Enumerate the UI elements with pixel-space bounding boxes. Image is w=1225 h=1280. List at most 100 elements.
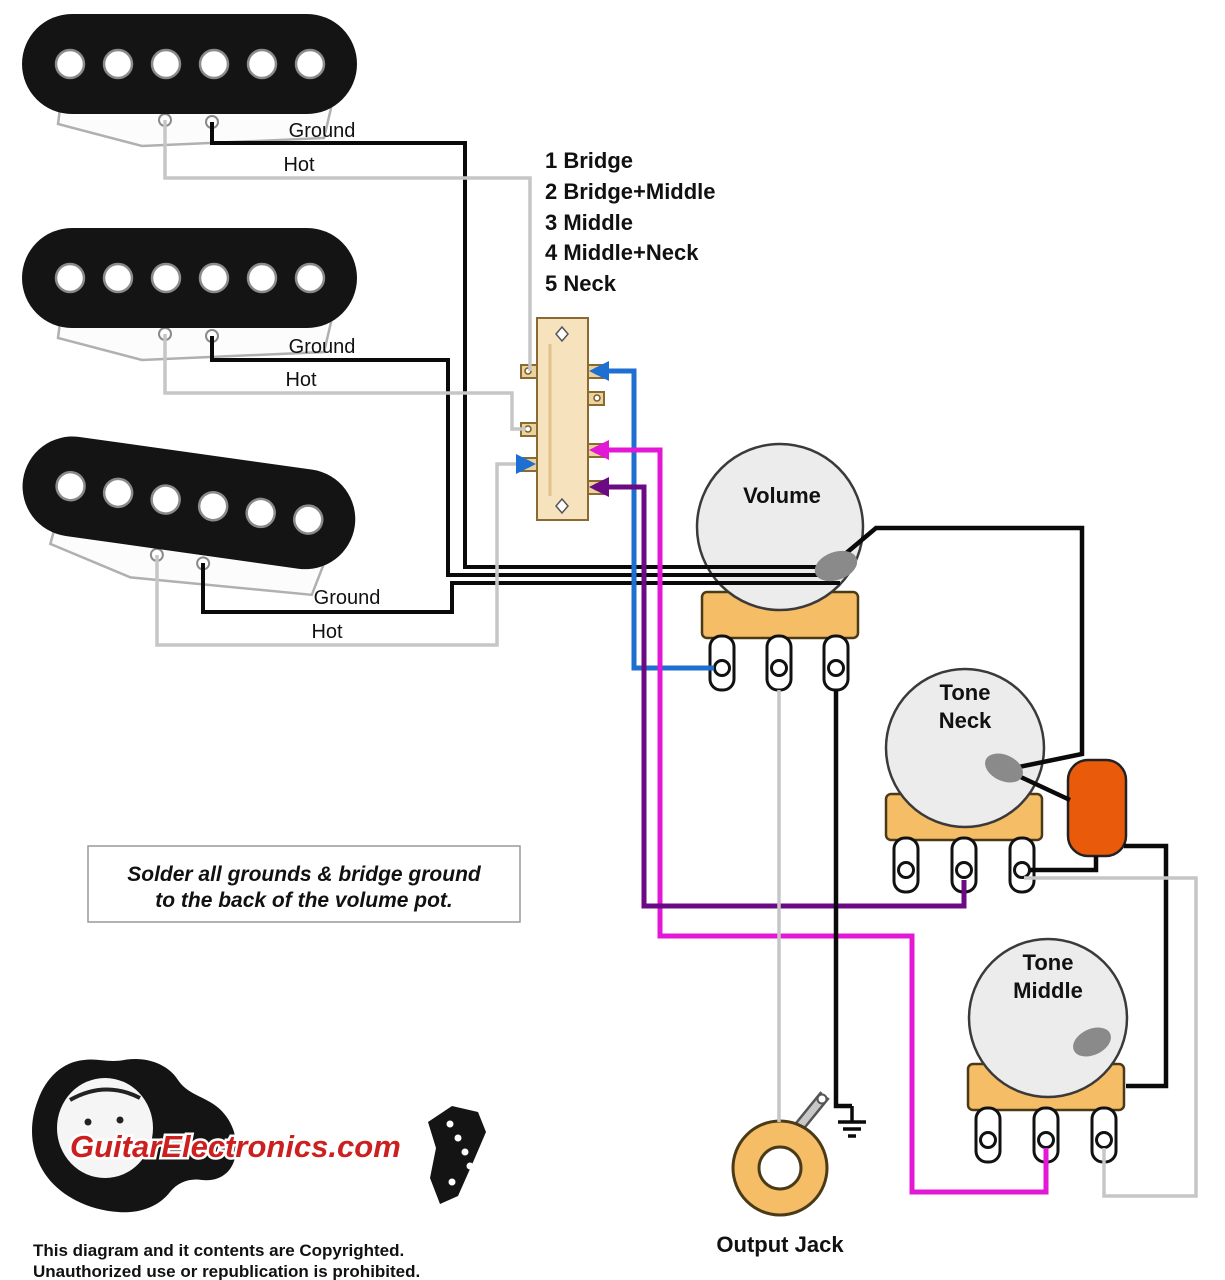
tone-neck-label-line2: Neck xyxy=(939,708,992,733)
volume-pot-body xyxy=(695,442,865,612)
wire-top-pickup-hot xyxy=(163,120,532,371)
logo-face-hair xyxy=(69,1087,141,1102)
logo: GuitarElectronics.com xyxy=(32,1058,486,1213)
tone-capacitor xyxy=(1066,758,1128,858)
bottom-pickup-hot-label: Hot xyxy=(311,621,343,643)
wire-bottom-pickup-hot xyxy=(155,462,516,647)
pickup-wire-labels: Ground Hot Ground Hot Ground Hot xyxy=(283,120,380,643)
volume-lug-middle-hole xyxy=(770,659,788,677)
jack-hole xyxy=(757,1145,803,1191)
logo-face-eye xyxy=(116,1116,124,1124)
logo-face-eye xyxy=(84,1118,92,1126)
wire-volume-to-jack-ground xyxy=(833,690,852,1109)
pickup-bottom xyxy=(22,436,356,597)
logo-tuner-hole xyxy=(466,1162,474,1170)
wire-bottom-pickup-ground xyxy=(201,563,840,614)
middle-pickup-ground-label: Ground xyxy=(289,336,356,358)
tone-neck-lug-middle-hole xyxy=(955,861,973,879)
note-box: Solder all grounds & bridge ground to th… xyxy=(87,845,521,923)
blue-connector-arrow xyxy=(589,361,609,381)
tone-middle-label-line1: Tone xyxy=(1023,950,1074,975)
switch-position-list: 1 Bridge 2 Bridge+Middle 3 Middle 4 Midd… xyxy=(545,148,716,296)
logo-text: GuitarElectronics.com xyxy=(70,1129,401,1164)
volume-lug-right-hole xyxy=(827,659,845,677)
wire-tone-neck-to-tone-middle xyxy=(1024,876,1198,1198)
tone-middle-lug-middle-hole xyxy=(1037,1131,1055,1149)
tone-middle-label-line2: Middle xyxy=(1013,978,1083,1003)
solder-joints xyxy=(814,550,1111,1057)
logo-tuner-hole xyxy=(448,1178,456,1186)
output-jack: Output Jack xyxy=(716,1091,844,1257)
tone-middle-pot: Tone Middle xyxy=(966,937,1129,1164)
pole-piece xyxy=(54,48,86,80)
top-pickup-hot-label: Hot xyxy=(283,154,315,176)
switch-position-4: 4 Middle+Neck xyxy=(545,240,699,265)
pole-piece xyxy=(246,262,278,294)
pole-piece xyxy=(54,262,86,294)
pole-piece xyxy=(197,490,229,522)
pole-piece xyxy=(245,497,276,529)
copyright-line-2: Unauthorized use or republication is pro… xyxy=(33,1262,420,1280)
wire-cap-to-tone-neck-lug xyxy=(1030,856,1099,873)
pole-piece xyxy=(102,48,134,80)
solder-blob-tone-middle xyxy=(1073,1027,1111,1057)
wire-cap-to-tone-middle xyxy=(1124,843,1169,1089)
solder-blob-volume xyxy=(814,550,858,582)
top-pickup-ground-label: Ground xyxy=(289,120,356,142)
wires xyxy=(155,120,1198,1198)
switch-connectors xyxy=(516,361,609,497)
tone-neck-label-line1: Tone xyxy=(940,680,991,705)
switch-position-5: 5 Neck xyxy=(545,271,617,296)
volume-label: Volume xyxy=(743,483,821,508)
output-jack-label: Output Jack xyxy=(716,1232,844,1257)
switch-screw-hole xyxy=(555,497,569,515)
pickup-cover xyxy=(22,14,357,114)
solder-blob-tone-neck xyxy=(985,753,1023,783)
ground-symbol xyxy=(838,1106,866,1138)
purple-connector-arrow xyxy=(589,477,609,497)
pole-piece xyxy=(294,262,326,294)
pickup-cover xyxy=(22,228,357,328)
wire-switch-to-volume xyxy=(607,368,714,671)
pole-piece xyxy=(198,48,230,80)
wire-middle-pickup-hot xyxy=(163,334,526,431)
switch-position-3: 3 Middle xyxy=(545,210,633,235)
pickup-middle xyxy=(22,228,357,362)
jack-lug-hole xyxy=(816,1093,828,1105)
note-box-border xyxy=(87,845,521,923)
tone-neck-lug-left-hole xyxy=(897,861,915,879)
magenta-connector-arrow xyxy=(589,440,609,460)
wire-volume-to-tone-neck xyxy=(836,525,1085,771)
middle-pickup-hot-label: Hot xyxy=(285,369,317,391)
pole-piece xyxy=(198,262,230,294)
pole-piece xyxy=(150,484,181,515)
pole-piece xyxy=(55,470,86,502)
switch-screw-hole xyxy=(555,325,569,343)
pole-piece xyxy=(150,48,182,80)
switch-body xyxy=(536,317,589,521)
logo-headstock xyxy=(428,1106,486,1204)
tone-neck-lug-right-hole xyxy=(1013,861,1031,879)
pole-piece xyxy=(102,262,134,294)
wire-middle-pickup-ground xyxy=(210,336,840,577)
tone-middle-lug-left-hole xyxy=(979,1131,997,1149)
pole-piece xyxy=(294,48,326,80)
note-line-1: Solder all grounds & bridge ground xyxy=(127,863,482,886)
logo-face-mustache xyxy=(90,1146,124,1157)
logo-tuner-hole xyxy=(454,1134,462,1142)
selector-switch xyxy=(520,317,605,521)
blue-connector-arrow-left xyxy=(516,454,536,474)
tone-neck-pot: Tone Neck xyxy=(884,667,1046,894)
logo-tuner-hole xyxy=(446,1120,454,1128)
bottom-pickup-ground-label: Ground xyxy=(314,587,381,609)
switch-position-1: 1 Bridge xyxy=(545,148,633,173)
pole-piece xyxy=(292,504,324,535)
wire-top-pickup-ground xyxy=(210,122,840,569)
pickup-cover xyxy=(22,436,356,570)
tone-neck-pot-body xyxy=(884,667,1046,829)
note-line-2: to the back of the volume pot. xyxy=(155,889,453,912)
wire-switch-to-tone-middle xyxy=(607,447,1049,1195)
copyright-line-1: This diagram and it contents are Copyrig… xyxy=(33,1241,404,1260)
wire-switch-to-tone-neck xyxy=(607,484,967,909)
